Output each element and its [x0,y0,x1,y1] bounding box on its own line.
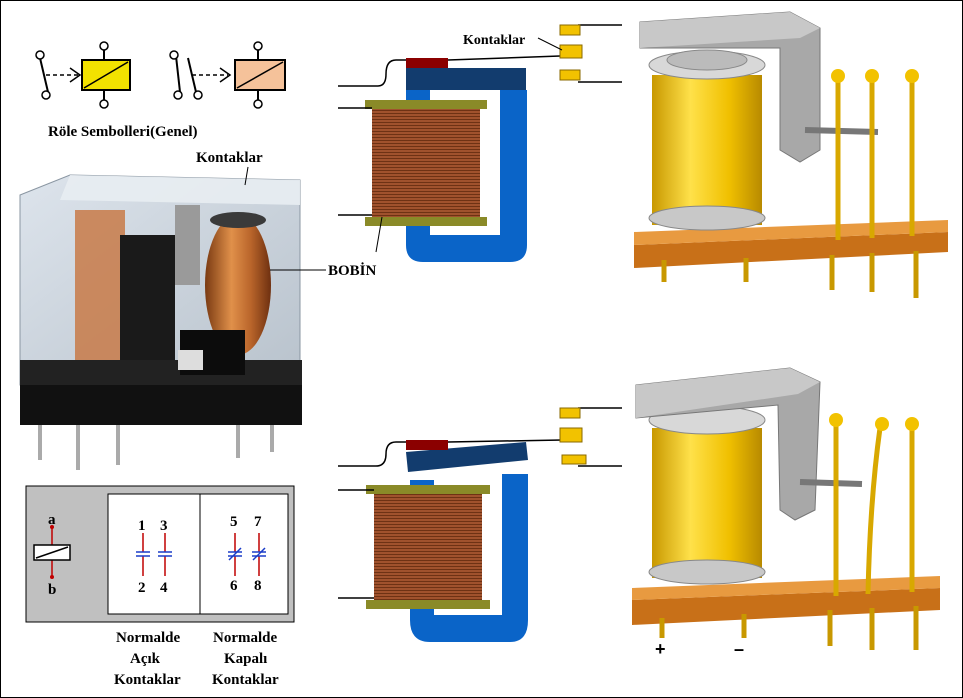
no-terminal-3: 3 [160,518,168,534]
nc-terminal-5: 5 [230,514,238,530]
polarity-minus: – [734,639,744,659]
no-terminal-4: 4 [160,580,168,596]
no-terminal-2: 2 [138,580,146,596]
relay-2d-closed [338,407,622,642]
no-caption-line1: Normalde [116,630,180,646]
diagram-contacts-label: Kontaklar [463,33,525,48]
relay-3d-closed [632,367,940,650]
relay-2d-open [338,24,622,262]
no-terminal-1: 1 [138,518,146,534]
polarity-plus: + [655,639,666,659]
coil-terminal-b: b [48,582,56,598]
nc-caption-line2: Kapalı [224,651,267,667]
relay-symbol-nc [169,41,286,109]
relay-3d-open [634,11,948,298]
nc-terminal-8: 8 [254,578,262,594]
photo-coil-label: BOBİN [328,262,377,279]
nc-terminal-6: 6 [230,578,238,594]
schematic-box [25,485,295,623]
symbols-caption: Röle Sembolleri(Genel) [48,124,198,140]
photo-contacts-label: Kontaklar [196,150,263,166]
no-caption-line3: Kontaklar [114,672,181,688]
no-caption-line2: Açık [130,651,161,667]
coil-terminal-a: a [48,512,56,528]
relay-photo [19,166,326,470]
nc-caption-line1: Normalde [213,630,277,646]
relay-symbol-no [35,41,131,109]
nc-caption-line3: Kontaklar [212,672,279,688]
nc-terminal-7: 7 [254,514,262,530]
